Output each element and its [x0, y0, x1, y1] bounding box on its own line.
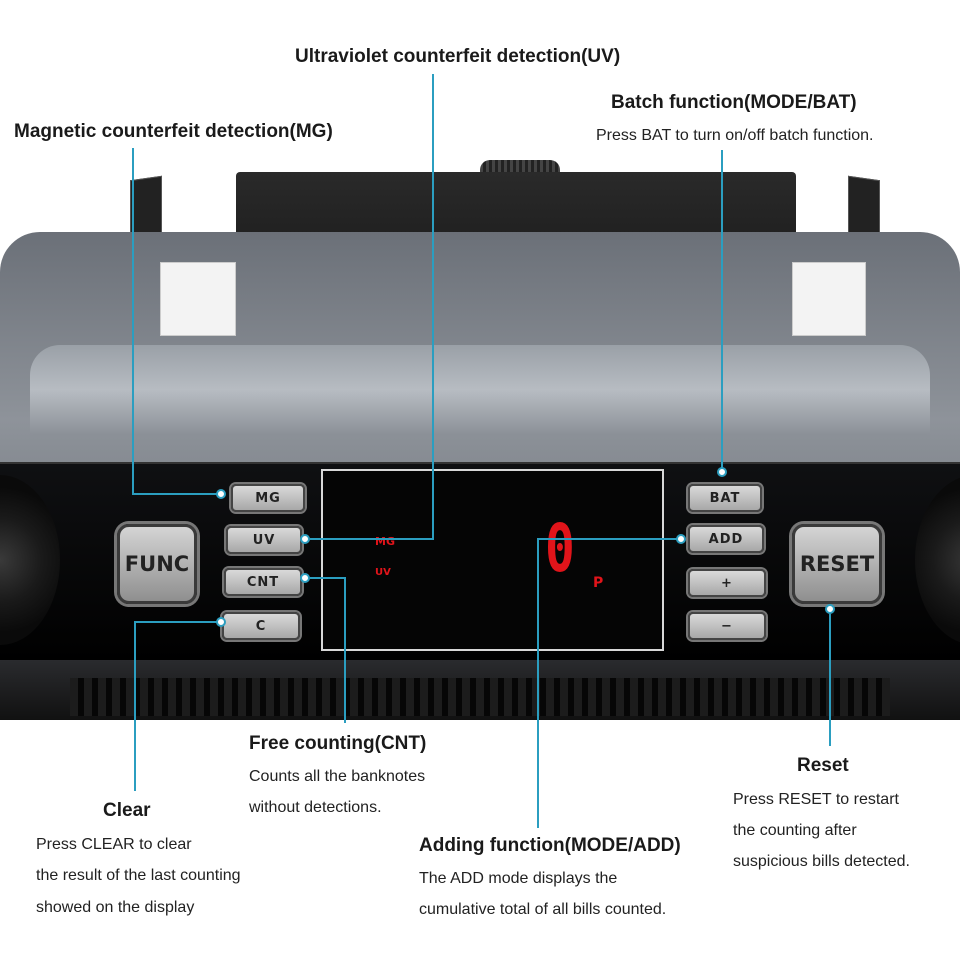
mg-callout-line-h	[132, 493, 218, 495]
mg-button[interactable]: MG	[231, 484, 305, 512]
cnt-callout-title: Free counting(CNT)	[249, 733, 427, 754]
cnt-callout-desc-1: Counts all the banknotes	[249, 768, 426, 785]
func-button[interactable]: FUNC	[117, 524, 197, 604]
mg-callout-title: Magnetic counterfeit detection(MG)	[14, 121, 333, 142]
clear-callout-desc-3: showed on the display	[36, 899, 195, 916]
clear-callout-line	[134, 621, 136, 791]
bat-callout-desc: Press BAT to turn on/off batch function.	[596, 127, 874, 144]
cnt-callout-line	[344, 577, 346, 723]
count-digit: 0	[545, 510, 575, 587]
reset-callout-dot	[825, 604, 835, 614]
mg-indicator: MG	[375, 535, 395, 548]
clear-callout-line-h	[134, 621, 218, 623]
add-callout-desc-2: cumulative total of all bills counted.	[419, 901, 667, 918]
plus-button[interactable]: +	[688, 569, 766, 597]
uv-indicator: UV	[375, 567, 391, 578]
mg-callout-dot	[216, 489, 226, 499]
reset-callout-desc-3: suspicious bills detected.	[733, 853, 910, 870]
add-callout-dot	[676, 534, 686, 544]
uv-callout-line-h	[310, 538, 434, 540]
reset-button[interactable]: RESET	[792, 524, 882, 604]
add-button[interactable]: ADD	[688, 525, 764, 553]
reset-callout-desc-1: Press RESET to restart	[733, 791, 899, 808]
cnt-callout-line-h	[310, 577, 344, 579]
bat-callout-title: Batch function(MODE/BAT)	[611, 92, 857, 113]
uv-callout-line	[432, 74, 434, 540]
count-suffix: P	[593, 575, 604, 591]
shell-top-cover	[30, 345, 930, 435]
bat-button[interactable]: BAT	[688, 484, 762, 512]
right-window	[792, 262, 866, 336]
mg-callout-line	[132, 148, 134, 494]
add-callout-line-h	[537, 538, 677, 540]
clear-callout-desc-2: the result of the last counting	[36, 867, 241, 884]
uv-callout-dot	[300, 534, 310, 544]
lcd-display: MG UV 0 P	[321, 469, 664, 651]
bat-callout-dot	[717, 467, 727, 477]
add-callout-line	[537, 538, 539, 828]
bill-outlet	[0, 660, 960, 720]
add-callout-desc-1: The ADD mode displays the	[419, 870, 618, 887]
reset-callout-line	[829, 614, 831, 746]
bill-counter-machine: MG UV 0 P FUNC MG UV CNT C BAT ADD + − R…	[0, 160, 960, 720]
clear-callout-desc-1: Press CLEAR to clear	[36, 836, 192, 853]
uv-callout-title: Ultraviolet counterfeit detection(UV)	[295, 46, 621, 67]
clear-callout-title: Clear	[103, 800, 151, 821]
reset-callout-desc-2: the counting after	[733, 822, 857, 839]
cnt-button[interactable]: CNT	[224, 568, 302, 596]
cnt-callout-dot	[300, 573, 310, 583]
uv-button[interactable]: UV	[226, 526, 302, 554]
reset-callout-title: Reset	[797, 755, 849, 776]
add-callout-title: Adding function(MODE/ADD)	[419, 835, 681, 856]
bat-callout-line	[721, 150, 723, 468]
clear-button[interactable]: C	[222, 612, 300, 640]
cnt-callout-desc-2: without detections.	[249, 799, 382, 816]
left-window	[160, 262, 236, 336]
minus-button[interactable]: −	[688, 612, 766, 640]
